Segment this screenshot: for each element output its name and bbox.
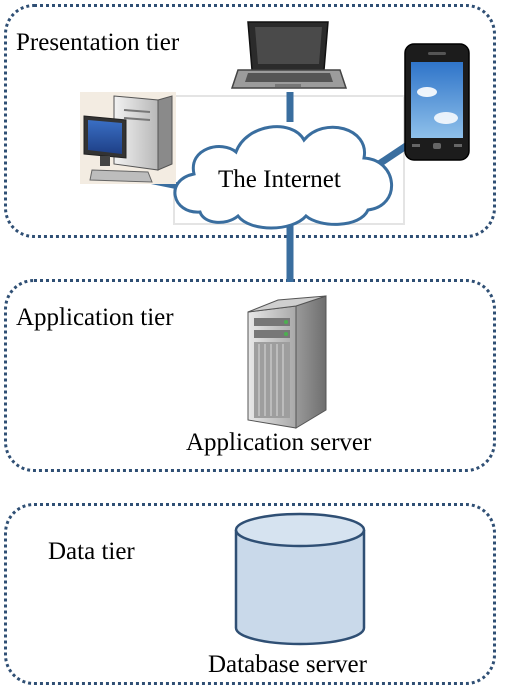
server-tower-icon — [247, 295, 327, 429]
smartphone-icon — [404, 43, 470, 161]
cloud-icon — [173, 125, 394, 230]
database-server-label: Database server — [208, 651, 367, 678]
data-tier-title: Data tier — [48, 538, 135, 565]
database-cylinder-icon — [234, 512, 366, 646]
application-server-label: Application server — [186, 429, 372, 456]
internet-label: The Internet — [218, 166, 341, 193]
presentation-tier-title: Presentation tier — [16, 29, 180, 56]
application-tier-box — [4, 279, 496, 472]
application-tier-title: Application tier — [16, 304, 174, 331]
desktop-computer-icon — [80, 92, 176, 184]
presentation-tier-box — [4, 4, 496, 238]
data-tier-box — [4, 503, 496, 685]
laptop-icon — [230, 21, 348, 89]
